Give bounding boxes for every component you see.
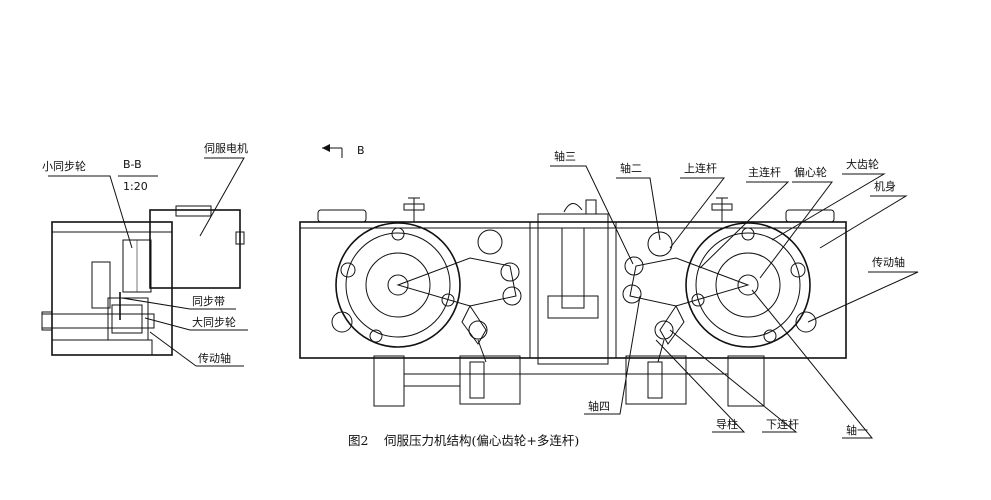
- right-gear-assembly: [685, 222, 817, 348]
- label-shaft-one: 轴一: [846, 423, 868, 437]
- caption-fig-no: 图2: [348, 433, 368, 448]
- label-machine-body: 机身: [874, 179, 896, 193]
- section-scale: 1:20: [123, 180, 148, 193]
- front-view: B: [299, 144, 919, 439]
- label-shaft-three: 轴三: [554, 149, 576, 163]
- label-lower-link: 下连杆: [766, 417, 799, 431]
- right-linkage: [622, 231, 750, 363]
- left-gear-assembly: [331, 222, 461, 348]
- label-section-drive-shaft: 传动轴: [198, 351, 231, 365]
- label-guide-pillar: 导柱: [716, 417, 738, 431]
- section-view-bb: B-B 1:20 小同步轮 伺服电机 同步带 大同步轮 传动轴: [41, 141, 248, 367]
- top-bolt-left: [403, 197, 425, 222]
- figure-caption: 图2 伺服压力机结构(偏心齿轮+多连杆): [348, 433, 579, 448]
- servo-motor: [149, 205, 245, 289]
- svg-text:B: B: [357, 144, 365, 157]
- label-shaft-two: 轴二: [620, 161, 642, 175]
- label-main-drive-shaft: 传动轴: [872, 255, 905, 269]
- caption-text: 伺服压力机结构(偏心齿轮+多连杆): [384, 433, 579, 448]
- label-upper-link: 上连杆: [684, 161, 717, 175]
- foot-left: [373, 355, 405, 407]
- label-eccentric-wheel: 偏心轮: [794, 165, 827, 179]
- label-main-link: 主连杆: [748, 165, 781, 179]
- large-sync-wheel: [107, 297, 149, 341]
- label-servo-motor: 伺服电机: [204, 141, 248, 155]
- label-small-sync-wheel: 小同步轮: [42, 159, 86, 173]
- label-sync-belt: 同步带: [192, 295, 225, 308]
- section-view-label: B-B: [123, 158, 142, 171]
- center-column: [537, 199, 609, 365]
- small-sync-wheel: [122, 239, 152, 293]
- left-linkage: [396, 229, 522, 363]
- foot-right: [727, 355, 765, 407]
- label-shaft-four: 轴四: [588, 399, 610, 413]
- section-arrow: B: [322, 144, 365, 158]
- top-bolt-right: [711, 197, 733, 222]
- label-large-gear: 大齿轮: [846, 157, 879, 171]
- section-drive-shaft: [41, 311, 155, 331]
- label-large-sync-wheel: 大同步轮: [192, 315, 236, 329]
